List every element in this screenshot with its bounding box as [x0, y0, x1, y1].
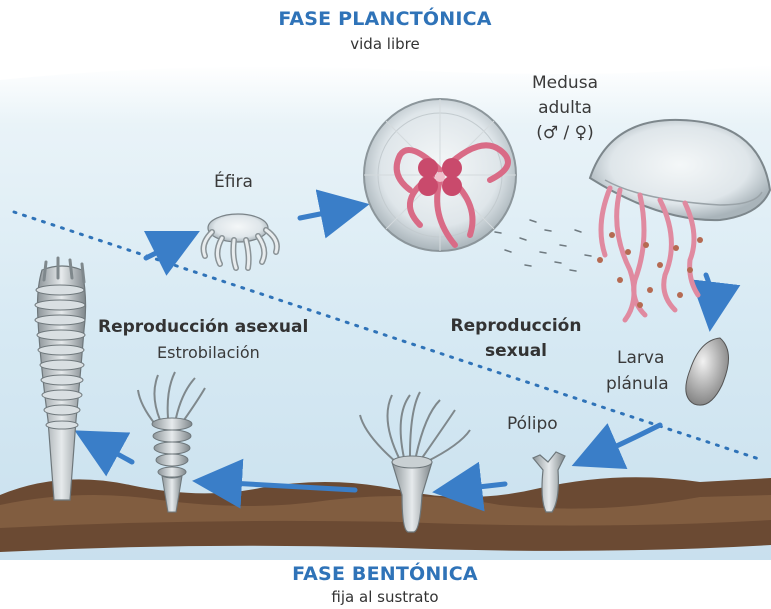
top-phase-title: FASE PLANCTÓNICA: [235, 8, 535, 30]
bottom-phase-title: FASE BENTÓNICA: [235, 563, 535, 585]
label-larva-line2: plánula: [606, 374, 669, 394]
label-reproduccion-asexual: Reproducción asexual: [98, 317, 308, 337]
label-efira: Éfira: [214, 172, 253, 192]
bottom-phase-subtitle: fija al sustrato: [285, 588, 485, 606]
label-medusa-line1: Medusa: [505, 73, 625, 93]
label-reproduccion-sexual-line1: Reproducción: [436, 316, 596, 336]
medusa-front-illustration: [364, 99, 516, 251]
label-reproduccion-sexual-line2: sexual: [436, 341, 596, 361]
label-medusa-line3: (♂ / ♀): [505, 123, 625, 143]
label-medusa-line2: adulta: [505, 98, 625, 118]
label-larva-line1: Larva: [617, 348, 664, 368]
label-estrobilacion: Estrobilación: [157, 343, 260, 362]
top-phase-subtitle: vida libre: [285, 35, 485, 53]
label-polipo: Pólipo: [507, 414, 558, 434]
